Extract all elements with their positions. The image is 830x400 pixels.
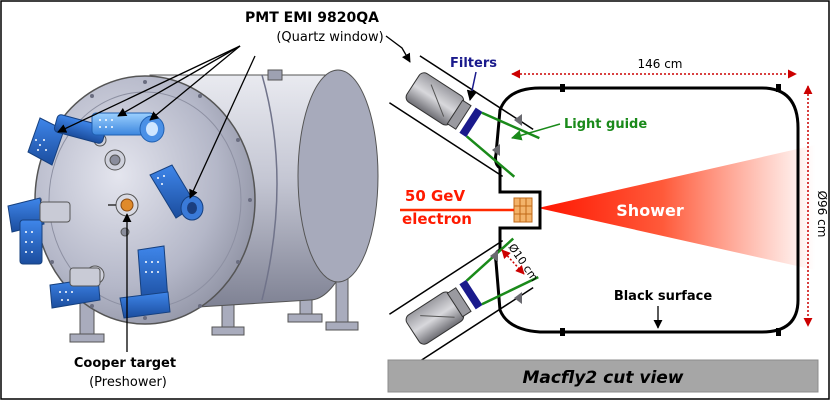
target-sublabel: (Preshower) xyxy=(89,375,167,390)
diameter-label: Ø96 cm xyxy=(815,191,829,238)
pmt-assembly-top xyxy=(91,112,165,143)
port-label: Ø10 cm xyxy=(506,241,541,284)
light-guide-arrow xyxy=(510,123,561,141)
caption-bar xyxy=(387,359,819,393)
beam-energy-label: 50 GeV xyxy=(405,187,466,205)
filter-upper xyxy=(459,107,483,138)
filter-lower xyxy=(459,279,483,310)
pmt-callout-arrows xyxy=(57,35,411,199)
target-label: Cooper target xyxy=(74,356,176,371)
pmt-assembly-left xyxy=(7,197,71,265)
port-dimension xyxy=(501,249,525,275)
vessel-weld-seam xyxy=(261,74,278,301)
guide-end-markers xyxy=(490,114,522,304)
length-label: 146 cm xyxy=(637,57,682,71)
caption-text: Macfly2 cut view xyxy=(522,368,683,388)
vessel-back-cap xyxy=(297,69,379,283)
vessel-cut-outline xyxy=(494,86,800,334)
copper-target-cut xyxy=(513,197,533,223)
shower-label: Shower xyxy=(616,201,684,220)
outline-markers xyxy=(560,84,781,336)
light-guide-label: Light guide xyxy=(564,117,647,132)
top-port xyxy=(267,69,283,81)
filters-label: Filters xyxy=(450,56,497,71)
pmt-sublabel: (Quartz window) xyxy=(276,30,383,45)
pmt-assembly-right xyxy=(149,164,204,221)
cut-view: Filters Light guide 50 GeV electron Show… xyxy=(387,55,829,393)
vessel-3d-view: PMT EMI 9820QA (Quartz window) Cooper ta… xyxy=(7,10,411,390)
beam-particle-label: electron xyxy=(402,210,472,228)
filters-arrow xyxy=(466,71,478,102)
copper-target xyxy=(108,193,139,217)
surface-label: Black surface xyxy=(614,289,713,304)
pmt-label: PMT EMI 9820QA xyxy=(245,10,379,26)
shower-cone xyxy=(538,145,815,270)
pmt-assembly-bottom xyxy=(119,245,171,319)
pmt-tube-lower xyxy=(389,237,539,362)
target-grid xyxy=(514,198,532,222)
pmt-assembly-lower-left xyxy=(49,267,101,309)
